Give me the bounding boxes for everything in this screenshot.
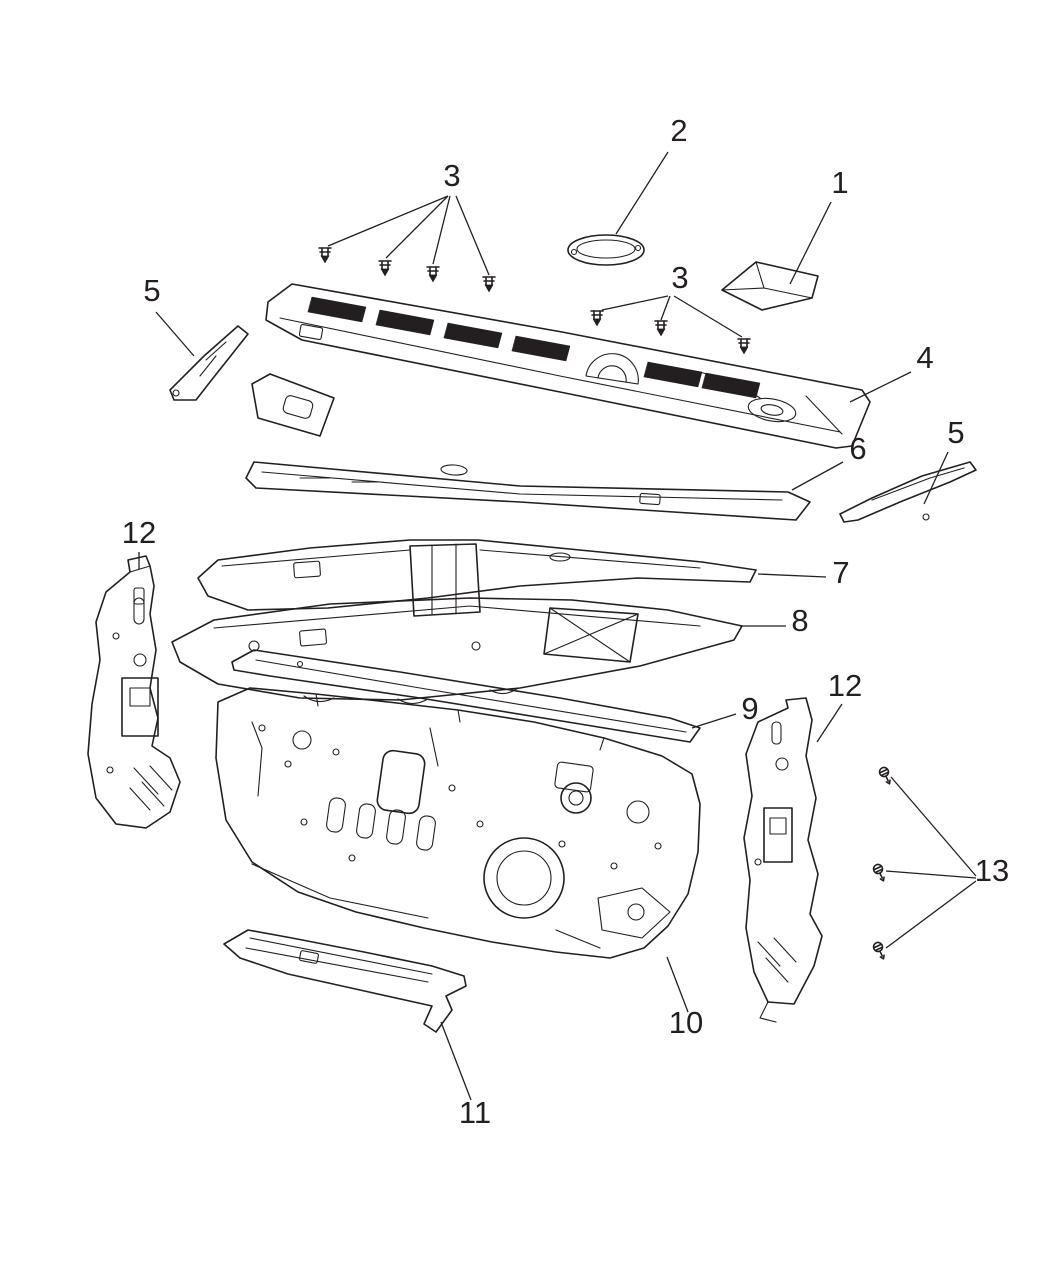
callout-13: 13 [975, 853, 1009, 888]
callout-11: 11 [459, 1095, 491, 1130]
part-3-retainer-clips-top [318, 247, 496, 293]
callout-7: 7 [832, 555, 849, 590]
callout-5-right: 5 [947, 415, 964, 450]
callout-8: 8 [791, 603, 808, 638]
leader-lines [138, 151, 977, 1101]
part-2-access-cover [567, 234, 645, 266]
callout-6: 6 [849, 431, 866, 466]
part-13-screws [871, 765, 895, 962]
part-6-cowl-reinforcement [245, 373, 811, 521]
callout-12-left: 12 [122, 515, 156, 550]
part-8-cowl-plenum-panel [171, 597, 743, 705]
part-5-cowl-bracket-right [839, 461, 977, 523]
part-12-cowl-side-panel-right [743, 697, 823, 1023]
part-3-retainer-clips-middle [590, 310, 751, 355]
callout-labels: 2 3 1 5 3 4 6 5 12 7 8 9 12 13 10 11 [122, 113, 1009, 1130]
part-9-seal-strip [231, 649, 701, 743]
callout-3-top: 3 [443, 158, 460, 193]
part-7-cowl-crossmember [197, 539, 757, 617]
callout-1: 1 [831, 165, 848, 200]
callout-2: 2 [670, 113, 687, 148]
callout-12-right: 12 [828, 668, 862, 703]
callout-3-middle: 3 [671, 260, 688, 295]
part-4-cowl-grille-panel [265, 283, 871, 449]
callout-4: 4 [916, 340, 933, 375]
part-10-dash-panel [215, 687, 701, 959]
callout-10: 10 [669, 1005, 703, 1040]
part-12-cowl-side-panel-left [87, 555, 181, 829]
part-11-lower-crossmember [223, 929, 467, 1033]
callout-5-left: 5 [143, 273, 160, 308]
callout-9: 9 [741, 691, 758, 726]
part-1-cowl-end-cover [721, 261, 819, 311]
part-5-cowl-bracket-left [169, 325, 249, 401]
